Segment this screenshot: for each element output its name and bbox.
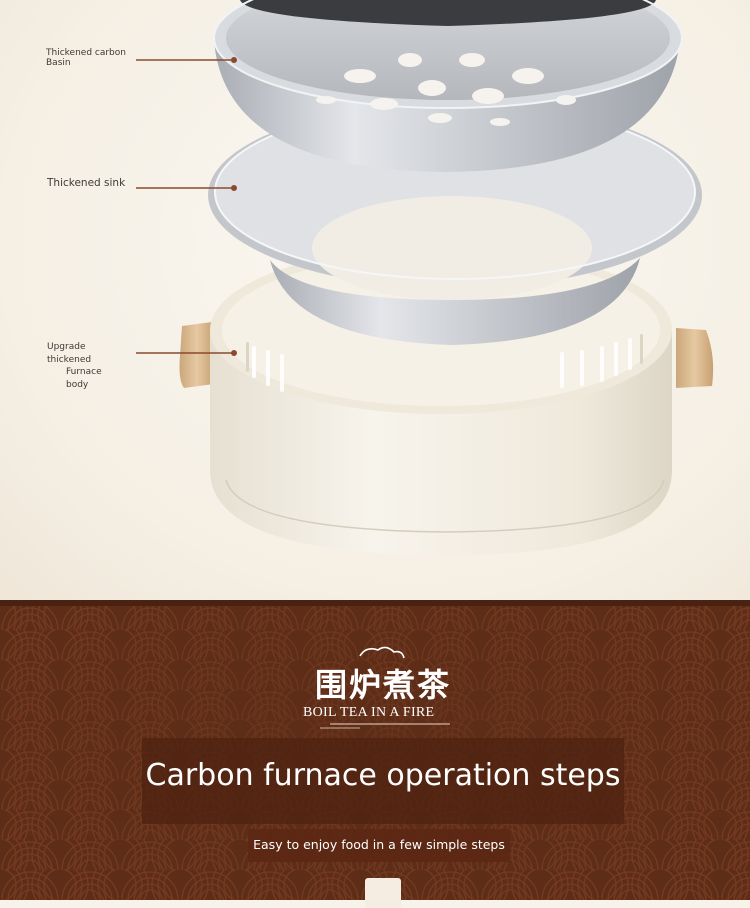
- subtitle-panel: [248, 829, 510, 862]
- section-title: Carbon furnace operation steps: [145, 758, 621, 793]
- logo-english-title: BOIL TEA IN A FIRE: [303, 705, 435, 720]
- label-sink-text: Thickened sink: [47, 177, 126, 189]
- label-furnace-line1: Upgrade: [47, 342, 86, 352]
- label-sink: Thickened sink: [47, 177, 125, 189]
- seal-stamp-icon: [365, 878, 401, 908]
- section-subtitle: Easy to enjoy food in a few simple steps: [253, 837, 505, 852]
- product-image-area: Thickened carbon Basin Thickened sink Up…: [0, 0, 750, 600]
- furnace-exploded-illustration: [136, 0, 714, 555]
- label-carbon-basin-line1: Thickened carbon: [46, 48, 126, 58]
- carbon-basin: [213, 0, 683, 172]
- left-wood-handle: [179, 322, 214, 388]
- right-wood-handle: [676, 328, 714, 388]
- label-carbon-basin-line2: Basin: [46, 58, 71, 68]
- title-panel: [142, 738, 624, 824]
- logo-cloud-ornament: [320, 646, 450, 729]
- label-furnace-line3: Furnace: [66, 367, 102, 377]
- callout-leaders: [136, 57, 237, 356]
- label-furnace-line4: body: [66, 379, 89, 390]
- label-carbon-basin: Thickened carbon Basin: [46, 48, 126, 68]
- label-furnace-line2: thickened: [47, 354, 92, 365]
- logo-chinese-title: 围炉煮茶: [315, 666, 452, 704]
- label-furnace-body: Upgrade thickened Furnace body: [47, 341, 102, 391]
